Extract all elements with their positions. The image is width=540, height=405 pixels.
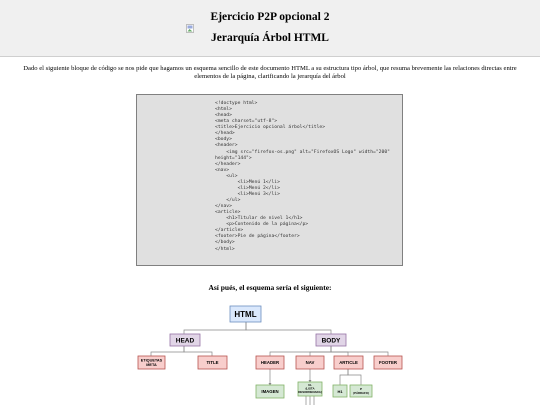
code-line: </article> [215,228,244,234]
code-block: <!doctype html> <html> <head> <meta char… [136,94,403,266]
node-h1-label: H1 [337,389,343,394]
node-meta-label-1: ETIQUETAS [141,359,163,363]
code-line: <body> [215,137,232,143]
code-line: </ul> [226,198,241,203]
page-header: Ejercicio P2P opcional 2 Jerarquía Árbol… [0,0,540,57]
code-listing: <!doctype html> <html> <head> <meta char… [215,101,405,253]
edge-body-footer [330,346,389,356]
code-line: <p>Contenido de la página</p> [226,222,309,228]
code-line: <title>Ejercicio opcional árbol</title> [215,125,326,131]
edge-ul-items [305,396,315,405]
code-line: height="144"> [215,155,252,161]
code-line: <ul> [226,173,238,179]
node-meta [137,355,166,370]
node-head [169,333,201,347]
code-line: <html> [215,107,232,113]
code-line: <meta charset="utf-8"> [215,119,278,125]
node-ul-label-2: (LISTA [305,387,315,391]
code-line: <footer>Pie de página</footer> [215,234,300,240]
node-article [333,355,364,370]
code-line: <img src="firefox-os.png" alt="FirefoxOS… [226,149,390,155]
node-footer-label: FOOTER [379,360,398,365]
node-h1 [332,384,348,398]
node-p-label-1: P [360,387,362,391]
node-body [315,333,347,347]
code-line: </html> [215,246,235,252]
edge-head-meta [150,346,185,356]
node-ul [297,381,323,397]
code-line: <nav> [215,167,230,173]
node-imagen [255,384,285,399]
node-ul-label-3: DESORDENADA) [298,390,322,394]
node-article-label: ARTICLE [339,360,358,365]
edge-body-header [269,346,332,356]
node-title-label: TITLE [207,360,219,365]
code-line: <header> [215,143,238,149]
edge-body-nav [309,346,332,356]
edge-html-body [245,322,332,334]
code-line: </nav> [215,204,232,210]
node-header [255,355,285,370]
node-p [349,384,373,398]
node-html [229,305,262,323]
node-html-label: HTML [234,310,256,319]
node-ul-label-1: UL [308,383,312,387]
node-nav [295,355,325,370]
node-header-label: HEADER [261,360,280,365]
code-line: <head> [215,113,232,119]
code-line: <li>Menú 2</li> [237,185,280,191]
node-title [197,355,228,370]
edge-body-article [330,346,349,356]
code-line: <!doctype html> [215,101,258,106]
node-body-label: BODY [322,338,341,345]
code-line: <article> [215,210,241,216]
edge-head-title [183,346,213,356]
edge-article-h1 [339,369,349,385]
page-subtitle: Jerarquía Árbol HTML [211,32,329,44]
node-meta-label-2: META [146,363,157,367]
code-line: <li>Menú 1</li> [237,179,280,185]
node-nav-label: NAV [306,360,315,365]
edge-article-p [347,369,362,385]
intro-paragraph: Dado el siguiente bloque de código se no… [23,65,517,81]
node-p-label-2: (PÁRRAFO) [353,390,369,395]
node-imagen-label: IMAGEN [261,389,278,394]
diagram-heading: Así pués, el esquema sería el siguiente: [208,283,332,292]
code-line: </head> [215,131,235,137]
node-footer [373,355,403,370]
code-line: </header> [215,161,241,167]
code-line: <h1>Titular de nivel 1</h1> [226,216,303,222]
code-line: </body> [215,240,235,246]
code-line: <li>Menú 3</li> [237,191,280,197]
broken-image-icon [186,24,194,33]
edge-html-head [183,322,247,334]
node-head-label: HEAD [176,338,195,345]
page-title: Ejercicio P2P opcional 2 [210,11,330,23]
